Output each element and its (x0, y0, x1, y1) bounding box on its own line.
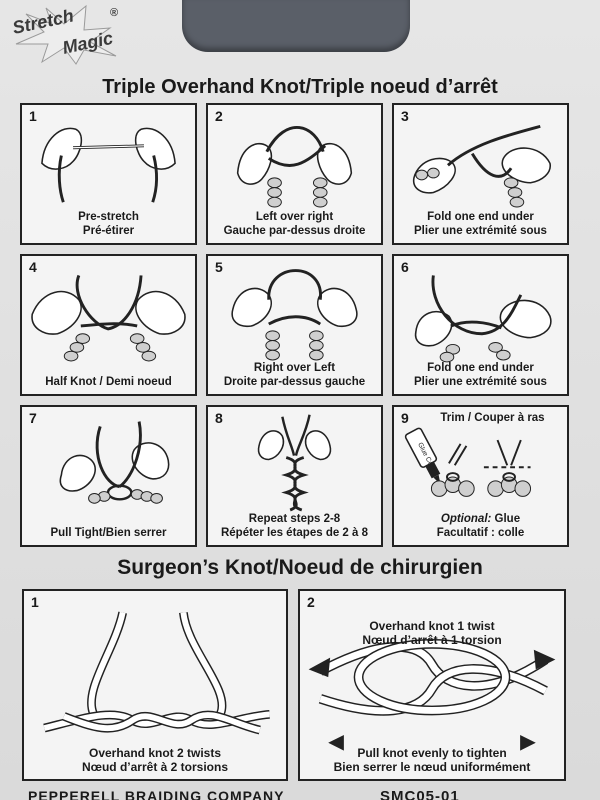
step-caption: Pull Tight/Bien serrer (24, 526, 193, 540)
step-number: 1 (31, 594, 39, 610)
glue-text: Glue (491, 513, 521, 525)
caption-fr: Facultatif : colle (436, 527, 525, 539)
half-knot-illustration (31, 274, 186, 362)
step-panel-9: Glue Colle 9 Trim / Couper à ras Optiona… (392, 405, 569, 547)
step-caption: Fold one end under Plier une extrémité s… (396, 361, 565, 389)
step-number: 2 (307, 594, 315, 610)
repeat-steps-illustration (257, 414, 332, 512)
step-number: 9 (401, 410, 409, 426)
step-number: 4 (29, 259, 37, 275)
trim-and-glue-illustration: Glue Colle (404, 427, 532, 497)
step-caption: Pre-stretch Pré-étirer (24, 210, 193, 238)
caption-en: Optional: Glue (396, 512, 565, 526)
fold-end-under-illustration (414, 275, 552, 363)
pull-tight-illustration (59, 421, 170, 504)
step-number: 6 (401, 259, 409, 275)
step-caption: Left over right Gauche par-dessus droite (210, 210, 379, 238)
caption-fr: Plier une extrémité sous (414, 376, 547, 388)
caption-en: Fold one end under (427, 211, 534, 223)
caption-en: Overhand knot 1 twist (369, 619, 495, 633)
caption-fr: Nœud d’arrêt à 2 torsions (81, 760, 229, 774)
two-twist-knot-illustration (43, 611, 270, 735)
company-name: PEPPERELL BRAIDING COMPANY (28, 788, 285, 800)
step-number: 2 (215, 108, 223, 124)
right-over-left-illustration (231, 269, 358, 361)
caption-en: Overhand knot 2 twists (88, 746, 222, 760)
caption-fr: Droite par-dessus gauche (223, 376, 366, 388)
step-panel-3: 3 Fold one end under Plier une extrémité… (392, 103, 569, 245)
fold-end-under-illustration (412, 124, 551, 208)
caption-fr: Répéter les étapes de 2 à 8 (220, 527, 369, 539)
trim-label: Trim / Couper à ras (440, 412, 545, 424)
caption-fr: Plier une extrémité sous (414, 225, 547, 237)
surgeon-panel-2: 2 Overhand knot 1 twist Nœud d’arrêt à 1… (298, 589, 566, 781)
sku-code: SMC05-01 (380, 788, 460, 800)
triple-knot-title: Triple Overhand Knot/Triple noeud d’arrê… (102, 76, 498, 98)
step-caption: Optional: Glue Facultatif : colle (396, 512, 565, 540)
step-panel-2: 2 Left over right Gauche par-dessus droi… (206, 103, 383, 245)
caption-en: Pull Tight/Bien serrer (50, 527, 167, 539)
one-twist-knot-illustration (308, 638, 556, 751)
caption-en: Fold one end under (427, 362, 534, 374)
caption-fr: Pré-étirer (82, 225, 135, 237)
caption-fr: Nœud d’arrêt à 1 torsion (362, 633, 502, 647)
step-caption: Pull knot evenly to tighten Bien serrer … (302, 746, 562, 774)
step-panel-6: 6 Fold one end under Plier une extrémité… (392, 254, 569, 396)
step-caption: Fold one end under Plier une extrémité s… (396, 210, 565, 238)
caption-en: Left over right (255, 211, 334, 223)
step-number: 1 (29, 108, 37, 124)
step-panel-8: 8 Repeat steps 2-8 Répéter les étapes de… (206, 405, 383, 547)
twist-label: Overhand knot 1 twist Nœud d’arrêt à 1 t… (300, 619, 564, 647)
step-caption: Half Knot / Demi noeud (24, 375, 193, 389)
caption-en: Pre-stretch (78, 211, 139, 223)
optional-label: Optional: (440, 513, 492, 525)
step-number: 3 (401, 108, 409, 124)
step-panel-5: 5 Right over Left Droite par-dessus gauc… (206, 254, 383, 396)
hands-stretch-illustration (41, 127, 176, 203)
step-number: 8 (215, 410, 223, 426)
step-panel-4: 4 Half Knot / Demi noeud (20, 254, 197, 396)
surgeon-panel-1: 1 Overhand knot 2 twists Nœud d’arrêt à … (22, 589, 288, 781)
step-caption: Overhand knot 2 twists Nœud d’arrêt à 2 … (26, 746, 284, 774)
step-panel-1: 1 Pre-stretch Pré-étirer (20, 103, 197, 245)
step-number: 5 (215, 259, 223, 275)
caption-en: Pull knot evenly to tighten (357, 746, 507, 760)
caption-en: Repeat steps 2-8 (248, 513, 341, 525)
step-caption: Right over Left Droite par-dessus gauche (210, 361, 379, 389)
registered-mark: ® (110, 7, 118, 19)
caption-fr: Bien serrer le nœud uniformément (333, 760, 531, 774)
surgeon-knot-title: Surgeon’s Knot/Noeud de chirurgien (117, 556, 483, 579)
step-caption: Repeat steps 2-8 Répéter les étapes de 2… (210, 512, 379, 540)
hang-tab-hole (182, 0, 410, 52)
step-number: 7 (29, 410, 37, 426)
caption-en: Right over Left (253, 362, 336, 374)
caption-fr: Gauche par-dessus droite (223, 225, 366, 237)
stretch-magic-logo: Stretch ® Magic (11, 4, 118, 65)
footer: PEPPERELL BRAIDING COMPANY SMC05-01 (0, 788, 600, 800)
caption-en: Half Knot / Demi noeud (45, 376, 172, 388)
step-panel-7: 7 Pull Tight/Bien serrer (20, 405, 197, 547)
left-over-right-illustration (236, 126, 353, 208)
